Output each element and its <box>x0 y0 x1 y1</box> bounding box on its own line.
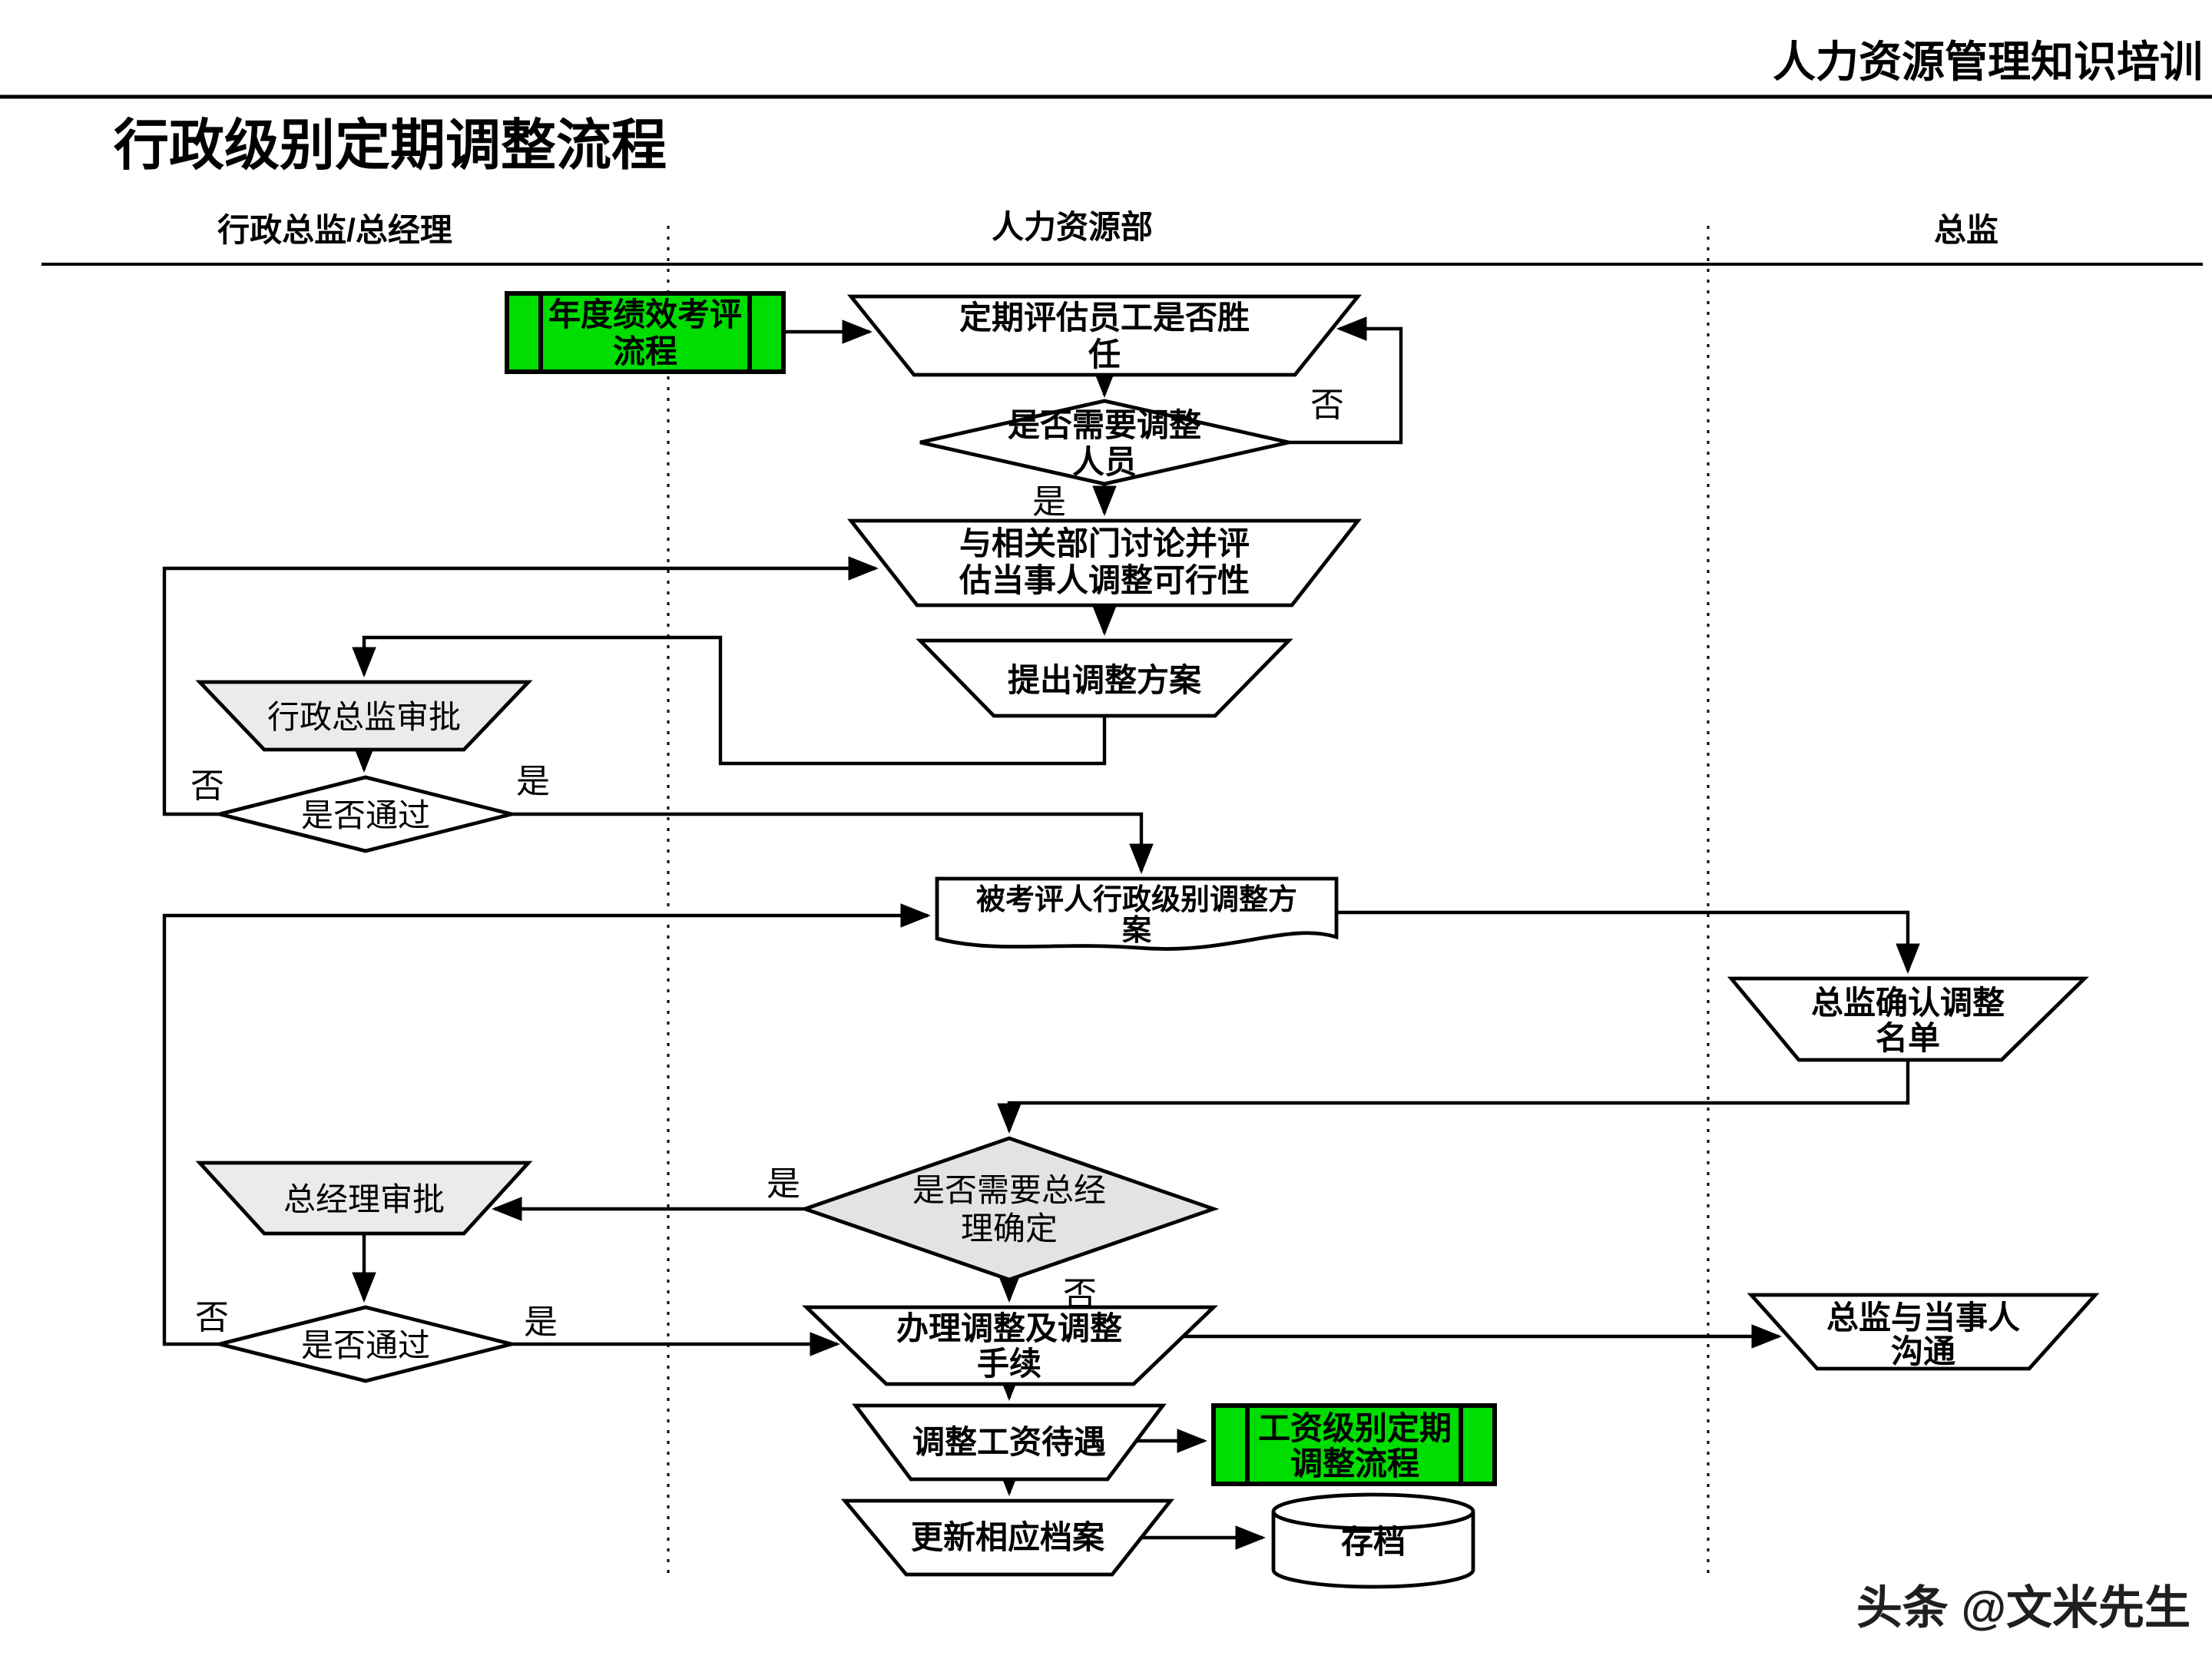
edge-pass2-no-loop <box>162 903 931 1346</box>
node-gm-approve: 总经理审批 <box>195 1161 533 1236</box>
admin-approve-label: 行政总监审批 <box>267 700 461 736</box>
need-adjust-diamond <box>919 399 1290 486</box>
need-gm-label-2: 理确定 <box>961 1211 1058 1247</box>
label-pass2-no: 否 <box>195 1299 229 1336</box>
admin-approve-shape <box>195 680 533 752</box>
label-pass1-no: 否 <box>190 767 224 805</box>
propose-plan-label: 提出调整方案 <box>1008 662 1202 698</box>
archive-label: 存档 <box>1341 1524 1406 1560</box>
discuss-feasibility-shape <box>847 518 1362 608</box>
adjust-salary-label: 调整工资待遇 <box>912 1424 1106 1460</box>
pass1-diamond <box>219 775 512 853</box>
propose-plan-shape <box>916 638 1293 718</box>
watermark: 头条 @文米先生 <box>1856 1582 2190 1634</box>
confirm-list-label: 总监确认调整 <box>1811 985 2005 1021</box>
adjustment-plan-doc-label-2: 案 <box>1122 915 1152 947</box>
archive-cylinder-top <box>1271 1492 1475 1531</box>
gm-approve-shape <box>195 1161 533 1236</box>
update-files-shape <box>840 1498 1174 1577</box>
periodic-eval-label: 定期评估员工是否胜 <box>959 300 1250 336</box>
edge-doc-to-confirm-list <box>1336 910 1920 974</box>
annual-review-label-2: 流程 <box>613 333 677 369</box>
director-communicate-label-2: 沟通 <box>1891 1333 1955 1369</box>
node-update-files: 更新相应档案 <box>840 1498 1174 1577</box>
pass2-diamond <box>219 1305 512 1383</box>
page-header-right: 人力资源管理知识培训 <box>1773 38 2203 86</box>
edge-pass1-yes-to-doc <box>512 812 1154 874</box>
need-gm-label: 是否需要总经 <box>912 1174 1106 1209</box>
director-communicate-shape <box>1747 1293 2100 1371</box>
node-pass-check-2: 是否通过 <box>219 1305 512 1383</box>
need-adjust-label: 是否需要调整 <box>1008 407 1201 443</box>
page-title: 行政级别定期调整流程 <box>114 115 667 177</box>
label-need-adjust-yes: 是 <box>1032 483 1066 521</box>
annual-review-box <box>505 291 786 374</box>
edge-confirm-list-to-need-gm <box>997 1060 1910 1134</box>
node-discuss-feasibility: 与相关部门讨论并评 估当事人调整可行性 <box>847 518 1362 608</box>
node-propose-plan: 提出调整方案 <box>916 638 1293 718</box>
node-admin-director-approve: 行政总监审批 <box>195 680 533 752</box>
node-pass-check-1: 是否通过 <box>219 775 512 853</box>
handle-procedures-label: 办理调整及调整 <box>896 1310 1122 1346</box>
handle-procedures-shape <box>802 1305 1218 1386</box>
handle-procedures-label-2: 手续 <box>977 1346 1041 1382</box>
update-files-label: 更新相应档案 <box>911 1519 1105 1555</box>
lane-header-admin-director-gm: 行政总监/总经理 <box>217 212 452 248</box>
lane-header-director: 总监 <box>1934 212 1998 248</box>
edge-propose-to-admin-approve <box>352 635 1107 766</box>
need-gm-diamond <box>799 1136 1220 1282</box>
node-handle-procedures: 办理调整及调整 手续 <box>802 1305 1218 1386</box>
salary-process-label-2: 调整流程 <box>1290 1445 1419 1482</box>
lane-header-hr-dept: 人力资源部 <box>992 209 1153 245</box>
node-archive: 存档 <box>1271 1492 1475 1589</box>
periodic-eval-shape <box>846 294 1363 377</box>
archive-cylinder-body <box>1271 1512 1475 1589</box>
annual-review-label: 年度绩效考评 <box>548 296 742 333</box>
confirm-list-label-2: 名单 <box>1876 1020 1940 1056</box>
discuss-feasibility-label: 与相关部门讨论并评 <box>959 525 1250 561</box>
director-communicate-label: 总监与当事人 <box>1826 1300 2020 1336</box>
salary-process-box <box>1211 1403 1497 1486</box>
adjustment-plan-doc-label: 被考评人行政级别调整方 <box>976 884 1297 916</box>
node-director-communicate: 总监与当事人 沟通 <box>1747 1293 2100 1371</box>
node-annual-review-process: 年度绩效考评 流程 <box>505 291 786 374</box>
connectors <box>162 316 1920 1550</box>
node-adjustment-plan-doc: 被考评人行政级别调整方 案 <box>935 876 1339 951</box>
node-need-gm-confirm: 是否需要总经 理确定 <box>799 1136 1220 1282</box>
node-director-confirm-list: 总监确认调整 名单 <box>1727 976 2089 1062</box>
node-need-adjust-decision: 是否需要调整 人员 <box>919 399 1290 486</box>
pass1-label: 是否通过 <box>301 799 430 834</box>
need-adjust-label-2: 人员 <box>1072 444 1137 480</box>
label-pass1-yes: 是 <box>516 763 550 800</box>
node-salary-adjust-process: 工资级别定期 调整流程 <box>1211 1403 1497 1486</box>
discuss-feasibility-label-2: 估当事人调整可行性 <box>959 562 1250 598</box>
edge-pass1-no-loop <box>162 556 879 816</box>
adjustment-plan-doc-shape <box>935 876 1339 951</box>
node-adjust-salary: 调整工资待遇 <box>852 1403 1167 1482</box>
pass2-label: 是否通过 <box>301 1329 430 1364</box>
edge-need-adjust-no-loop <box>1289 316 1403 445</box>
label-need-gm-yes: 是 <box>767 1165 800 1203</box>
node-periodic-eval: 定期评估员工是否胜 任 <box>846 294 1363 377</box>
periodic-eval-label-2: 任 <box>1088 336 1121 373</box>
adjust-salary-shape <box>852 1403 1167 1482</box>
salary-process-label: 工资级别定期 <box>1258 1410 1452 1446</box>
label-need-adjust-no: 否 <box>1310 386 1344 424</box>
label-pass2-yes: 是 <box>524 1303 558 1341</box>
gm-approve-label: 总经理审批 <box>283 1182 445 1218</box>
confirm-list-shape <box>1727 976 2089 1062</box>
